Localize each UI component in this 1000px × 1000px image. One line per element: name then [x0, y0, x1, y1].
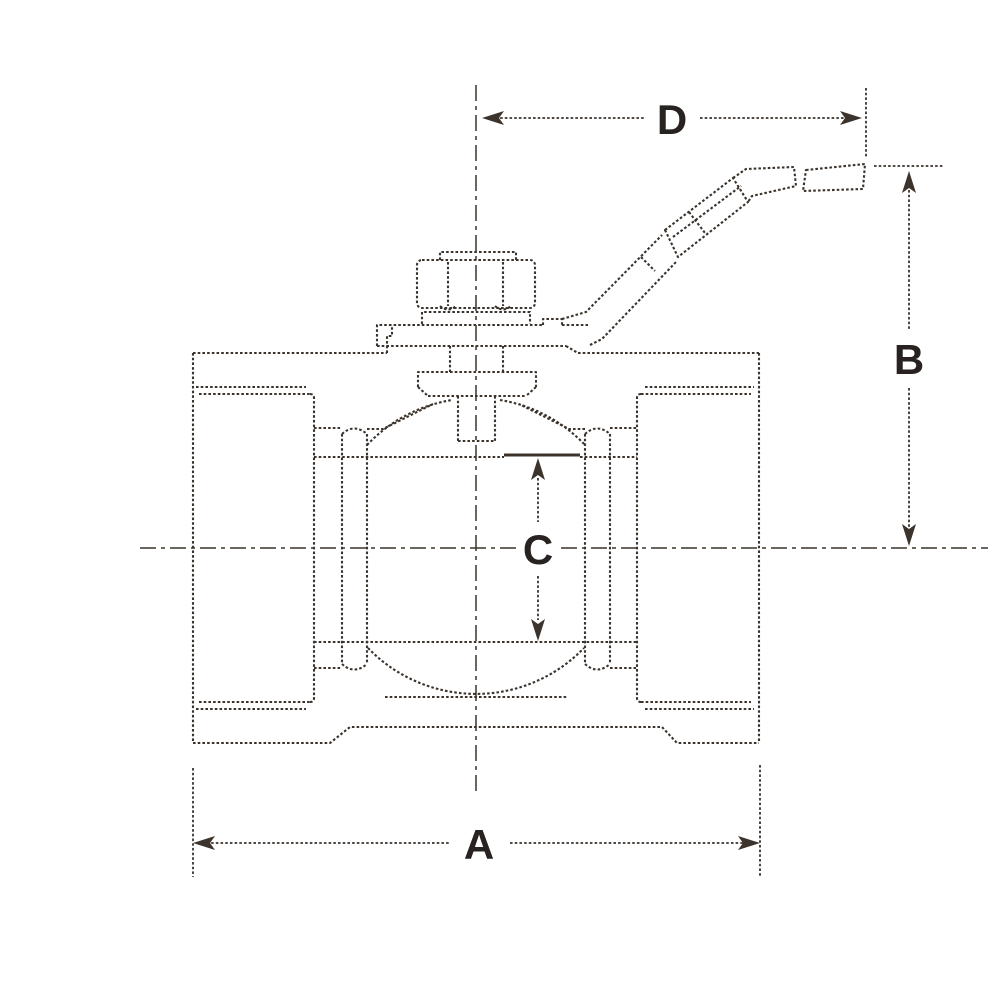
- ball: [366, 398, 586, 699]
- dim-label-c: C: [523, 526, 553, 573]
- dimension-b: [874, 165, 943, 546]
- neck-chamfers: [367, 403, 585, 431]
- flow-passage-lines: [314, 455, 637, 644]
- stem-nut: [415, 250, 537, 311]
- body-right-end: [565, 345, 761, 743]
- dim-label-a: A: [464, 821, 494, 868]
- stem: [456, 396, 497, 443]
- body-bottom-profile: [193, 725, 759, 745]
- dimension-d: [482, 88, 867, 157]
- handle-grip: [663, 176, 750, 259]
- dimension-a-arrows: [193, 836, 760, 850]
- seat-ring-right: [583, 427, 612, 671]
- dim-label-d: D: [657, 96, 687, 143]
- dimension-c: [531, 458, 545, 641]
- handle-plate: [375, 317, 588, 348]
- dim-label-b: B: [894, 336, 924, 383]
- seat-ring-left: [340, 427, 369, 671]
- handle-break-piece: [801, 162, 867, 193]
- stem-washer: [420, 310, 532, 324]
- handle-arm: [561, 234, 677, 346]
- handle-tip: [732, 165, 798, 203]
- packing-gland: [416, 346, 538, 398]
- valve-body: [191, 162, 867, 745]
- body-left-end: [191, 325, 394, 743]
- dimension-b-arrows: [902, 171, 916, 546]
- dimension-a: [192, 765, 761, 877]
- centerlines: [140, 85, 988, 793]
- dimension-d-arrows: [482, 111, 862, 125]
- dimension-c-arrows: [531, 458, 545, 641]
